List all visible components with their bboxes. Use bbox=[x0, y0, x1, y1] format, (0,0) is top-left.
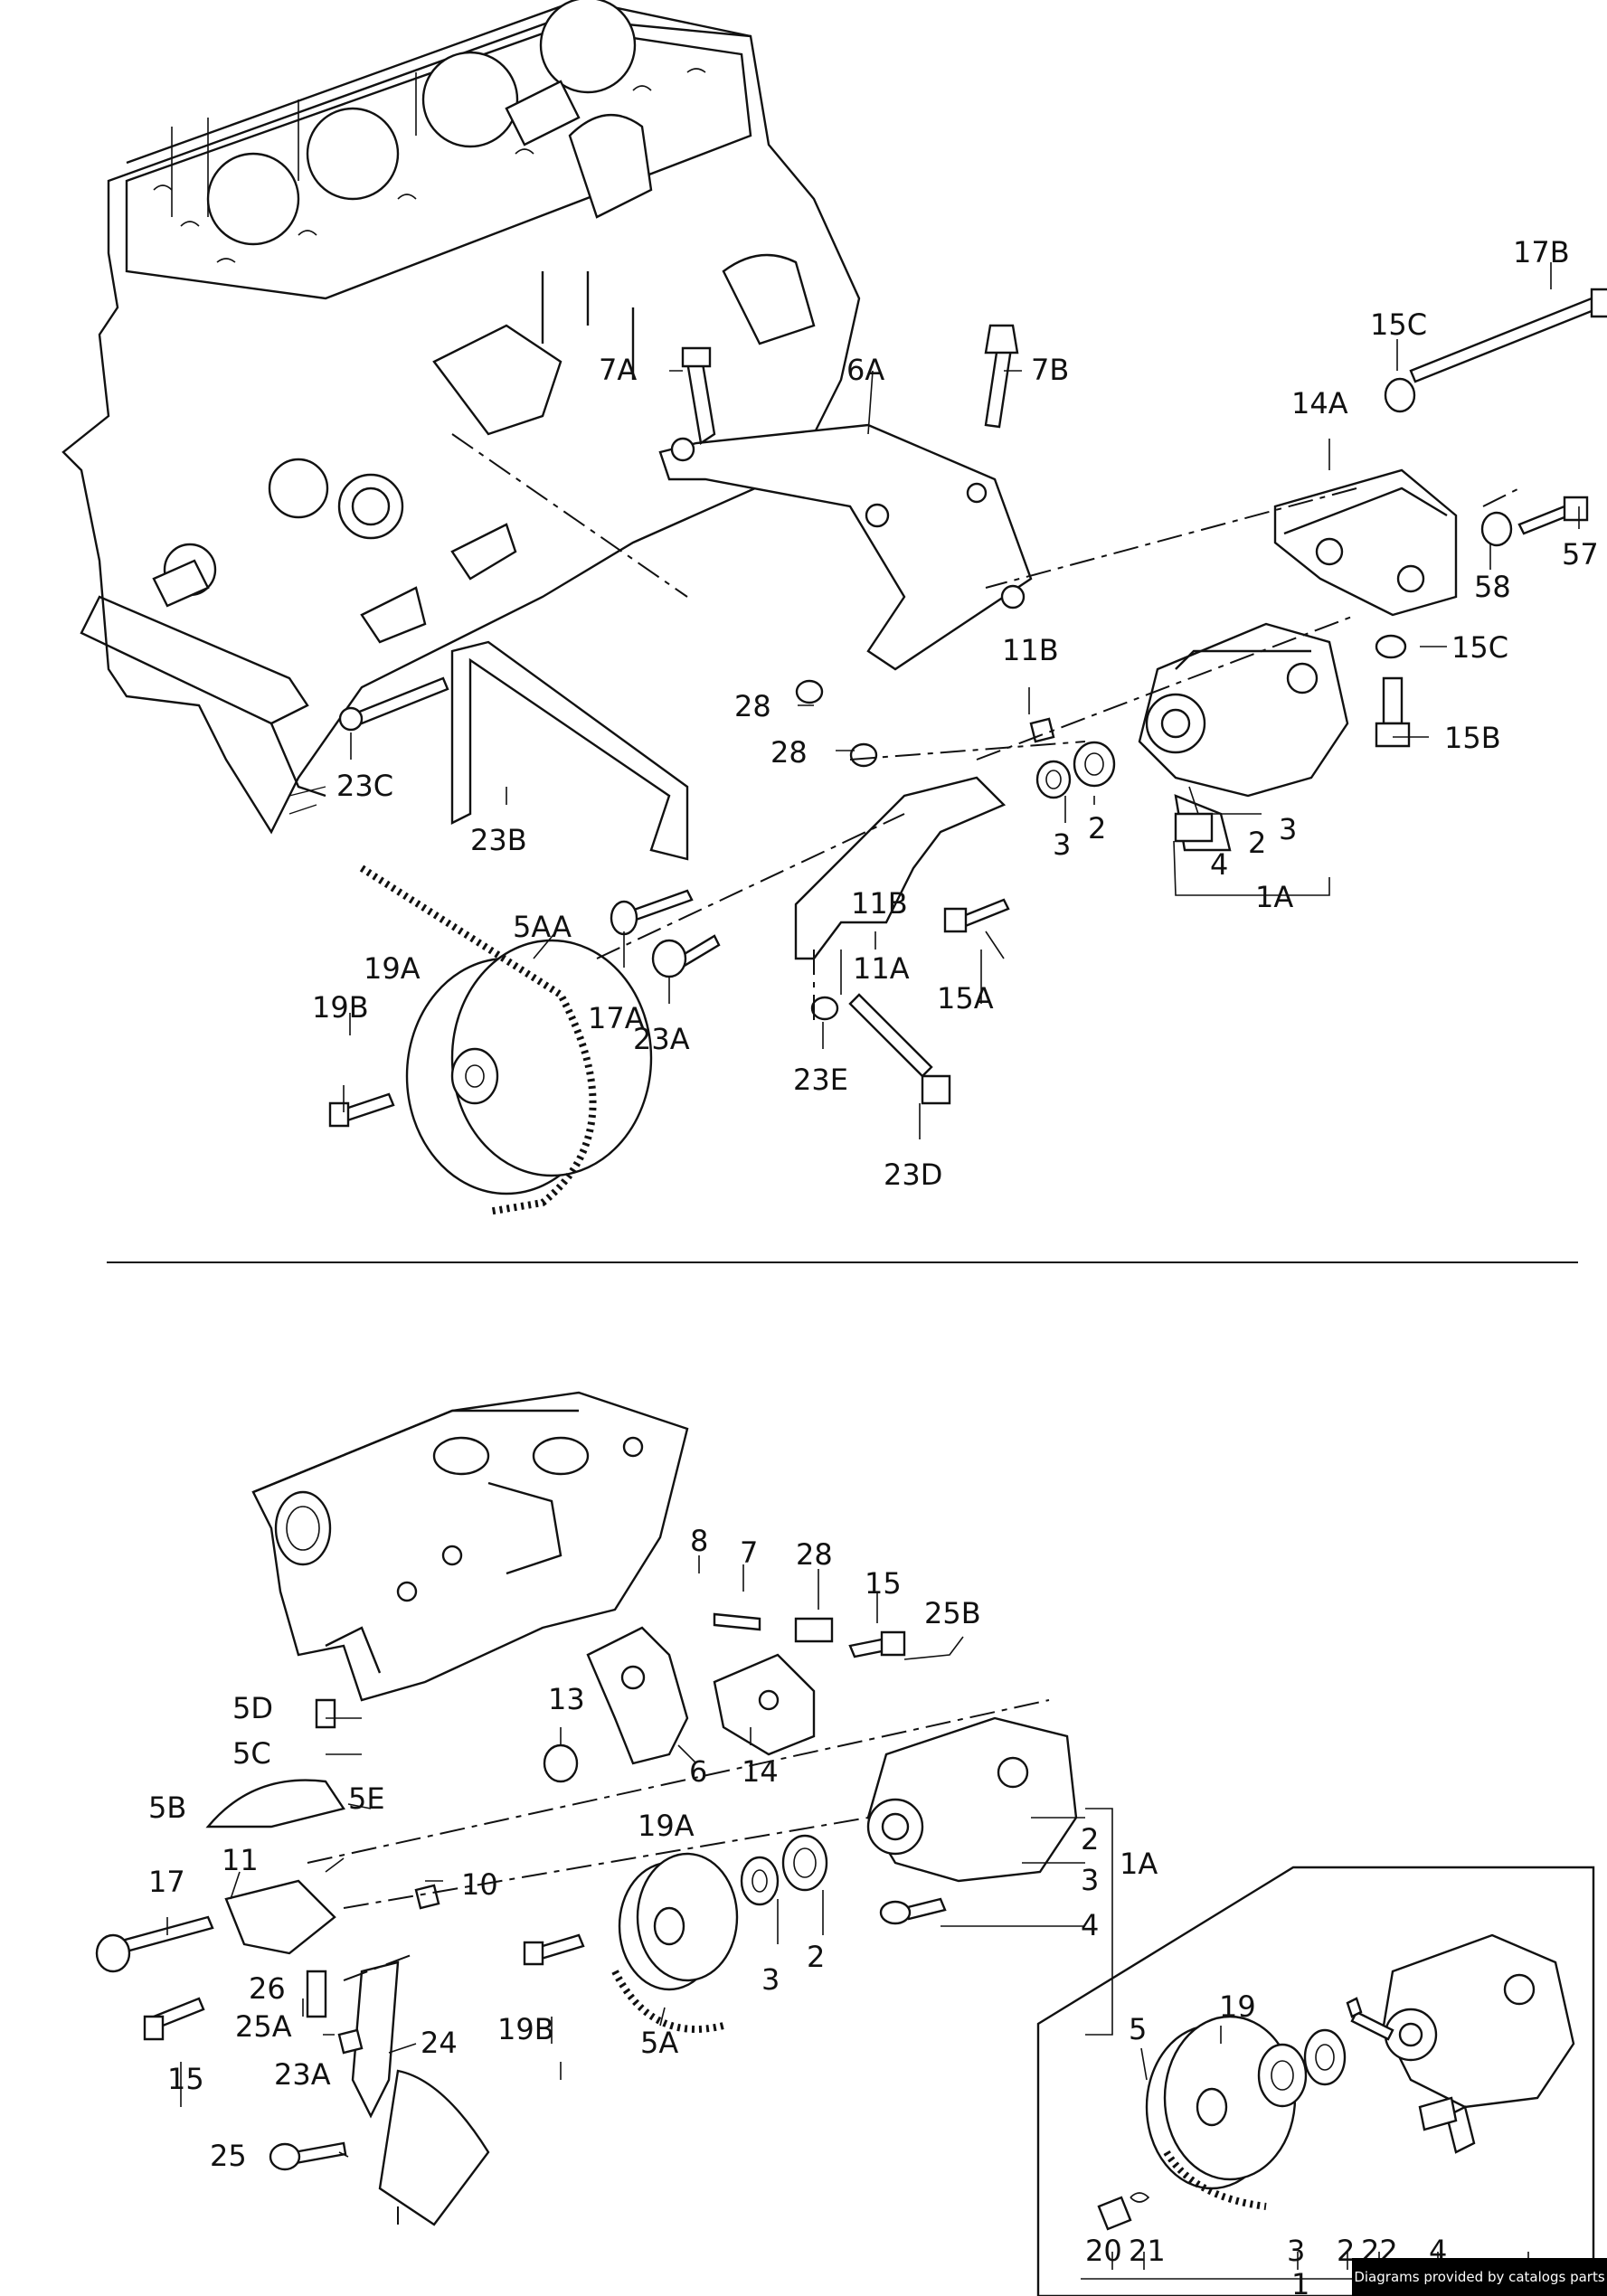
callout-2-lower-b: 2 bbox=[807, 1940, 825, 1974]
engine-block-lower bbox=[251, 1391, 689, 1702]
inset-assembly bbox=[1036, 1866, 1595, 2296]
callout-2-upper: 2 bbox=[1088, 811, 1106, 846]
bracket-24 bbox=[351, 1961, 400, 2119]
lower-assembly bbox=[95, 1391, 1113, 2226]
callout-5E: 5E bbox=[348, 1781, 385, 1816]
callout-17A: 17A bbox=[588, 1001, 645, 1035]
callout-5-inset: 5 bbox=[1129, 2012, 1147, 2046]
bracket-6A bbox=[658, 423, 1033, 671]
callout-15C-top: 15C bbox=[1370, 307, 1427, 342]
inset-frame bbox=[1036, 1866, 1595, 2296]
callout-5C: 5C bbox=[232, 1736, 271, 1771]
callout-4-lower: 4 bbox=[1081, 1908, 1099, 1942]
callout-7: 7 bbox=[740, 1535, 758, 1570]
callout-4-upper: 4 bbox=[1210, 847, 1228, 882]
callout-25B: 25B bbox=[924, 1596, 981, 1630]
callout-5D: 5D bbox=[232, 1691, 273, 1725]
callout-25A: 25A bbox=[235, 2009, 292, 2044]
callout-15B: 15B bbox=[1444, 721, 1501, 755]
callout-7A: 7A bbox=[599, 353, 637, 387]
callout-11A: 11A bbox=[853, 951, 910, 986]
callout-13: 13 bbox=[548, 1682, 585, 1716]
tensioner-11 bbox=[224, 1879, 336, 1955]
callout-3-upper-b: 3 bbox=[1279, 812, 1297, 846]
pump-lower bbox=[866, 1716, 1078, 1883]
callout-labels-inset: 5 19 20 21 3 2 22 4 1 bbox=[1085, 1989, 1447, 2296]
callout-20-inset: 20 bbox=[1085, 2234, 1122, 2268]
callout-26: 26 bbox=[249, 1971, 286, 2006]
callout-11B-low: 11B bbox=[851, 886, 908, 921]
callout-19B-lower: 19B bbox=[497, 2012, 554, 2046]
bracket-11A bbox=[794, 776, 1007, 960]
bracket-14A bbox=[1273, 468, 1458, 617]
callout-2-upper-b: 2 bbox=[1248, 826, 1266, 860]
callout-1A-upper: 1A bbox=[1255, 880, 1293, 914]
callout-24: 24 bbox=[421, 2026, 458, 2060]
callout-17: 17 bbox=[148, 1865, 185, 1899]
callout-5AA: 5AA bbox=[513, 910, 572, 944]
callout-23B: 23B bbox=[470, 823, 527, 857]
callout-21-inset: 21 bbox=[1129, 2234, 1166, 2268]
callout-23A-lower: 23A bbox=[274, 2057, 331, 2092]
callout-19A-upper: 19A bbox=[364, 951, 421, 986]
callout-15A: 15A bbox=[937, 981, 994, 1016]
callout-23D: 23D bbox=[884, 1157, 942, 1192]
callout-5B: 5B bbox=[148, 1791, 186, 1825]
callout-1-inset: 1 bbox=[1291, 2267, 1309, 2296]
callout-15C-mid: 15C bbox=[1451, 630, 1508, 665]
callout-19A-lower: 19A bbox=[638, 1809, 695, 1843]
callout-11: 11 bbox=[222, 1843, 259, 1877]
callout-25: 25 bbox=[210, 2139, 247, 2173]
callout-2-inset: 2 bbox=[1337, 2234, 1355, 2268]
callout-10: 10 bbox=[461, 1867, 498, 1902]
callout-8: 8 bbox=[690, 1524, 708, 1558]
callout-3-inset: 3 bbox=[1287, 2234, 1305, 2268]
callout-2-lower: 2 bbox=[1081, 1822, 1099, 1857]
callout-3-lower: 3 bbox=[1081, 1863, 1099, 1897]
callout-3-upper: 3 bbox=[1053, 827, 1071, 862]
engine-block-upper bbox=[61, 0, 861, 835]
callout-19-inset: 19 bbox=[1219, 1989, 1256, 2024]
callout-5A: 5A bbox=[640, 2026, 678, 2060]
plate-23B bbox=[450, 640, 689, 861]
pulley-19A-upper bbox=[359, 865, 653, 1215]
callout-11B-top: 11B bbox=[1002, 633, 1059, 667]
callout-15-low: 15 bbox=[167, 2062, 204, 2096]
callout-23A-upper: 23A bbox=[633, 1022, 690, 1056]
callout-1A-lower: 1A bbox=[1120, 1847, 1158, 1881]
callout-3-lower-b: 3 bbox=[761, 1962, 780, 1997]
credit-banner: Diagrams provided by catalogs parts bbox=[1352, 2258, 1607, 2296]
callout-23E: 23E bbox=[793, 1063, 848, 1097]
callout-19B-upper: 19B bbox=[312, 990, 369, 1025]
cover-5B bbox=[205, 1779, 345, 1828]
callout-labels-upper: 17B 15C 14A 57 58 15C 15B 7A 6A 7B 11B 2… bbox=[312, 235, 1599, 1192]
callout-23C: 23C bbox=[336, 769, 393, 803]
callout-28-lower: 28 bbox=[796, 1537, 833, 1572]
upper-assembly bbox=[61, 0, 1607, 1215]
callout-6: 6 bbox=[689, 1754, 707, 1789]
callout-15-top: 15 bbox=[865, 1566, 902, 1601]
callout-7B: 7B bbox=[1031, 353, 1069, 387]
pulley-19A-lower bbox=[611, 1852, 739, 2033]
callout-28-a: 28 bbox=[734, 689, 771, 723]
bracket-6 bbox=[586, 1626, 689, 1765]
callout-17B: 17B bbox=[1513, 235, 1570, 269]
callout-57: 57 bbox=[1562, 537, 1599, 572]
callout-14A: 14A bbox=[1291, 386, 1348, 420]
callout-14: 14 bbox=[742, 1754, 779, 1789]
callout-labels-lower: 8 7 28 15 25B 5D 5C 5B 5E 13 6 14 19A 2 … bbox=[148, 1524, 1158, 2173]
callout-28-b: 28 bbox=[770, 735, 808, 770]
callout-58: 58 bbox=[1474, 570, 1511, 604]
callout-6A: 6A bbox=[846, 353, 884, 387]
